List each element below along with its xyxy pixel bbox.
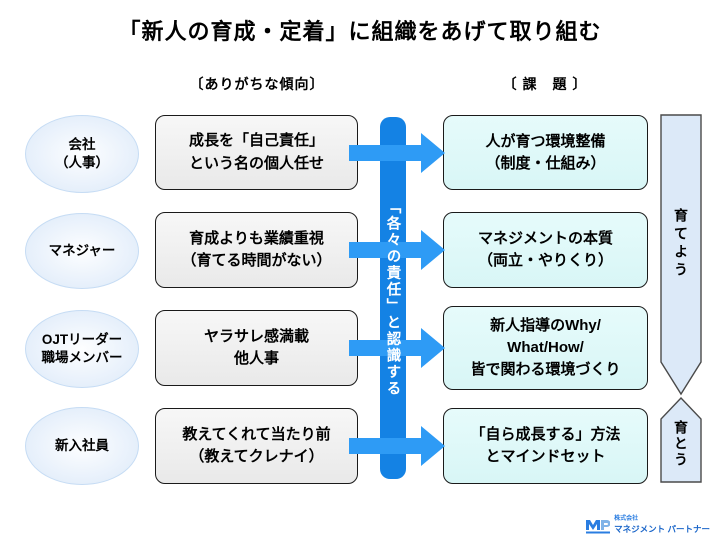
actor-oval-manager: マネジャー xyxy=(25,213,139,289)
tendency-box-manager: 育成よりも業績重視 （育てる時間がない） xyxy=(155,212,358,288)
issue-box-company: 人が育つ環境整備 （制度・仕組み） xyxy=(443,115,648,190)
down-arrow-icon xyxy=(660,114,702,396)
tendency-box-ojt-leader: ヤラサレ感満載 他人事 xyxy=(155,310,358,386)
flow-arrow-icon xyxy=(349,426,445,466)
tendency-box-new-employee: 教えてくれて当たり前 （教えてクレナイ） xyxy=(155,408,358,484)
column-header-tendency: 〔ありがちな傾向〕 xyxy=(189,76,325,92)
center-bar xyxy=(380,117,406,479)
mp-logo-icon xyxy=(586,520,611,534)
center-bar-label: 「各々の責任」と認識する xyxy=(384,199,401,397)
issue-box-ojt-leader: 新人指導のWhy/ What/How/ 皆で関わる環境づくり xyxy=(443,306,648,390)
actor-oval-company: 会社 （人事） xyxy=(25,115,139,193)
flow-arrow-icon xyxy=(349,230,445,270)
column-header-issue: 〔 課 題 〕 xyxy=(502,76,588,92)
flow-arrow-icon xyxy=(349,133,445,173)
actor-oval-new-employee: 新入社員 xyxy=(25,407,139,485)
grow-self-label: 育とう xyxy=(673,420,689,468)
grow-them-label: 育てよう xyxy=(673,208,689,280)
page-title: 「新人の育成・定着」に組織をあげて取り組む xyxy=(118,19,602,44)
issue-box-new-employee: 「自ら成長する」方法 とマインドセット xyxy=(443,408,648,484)
flow-arrow-icon xyxy=(349,328,445,368)
company-logo: 株式会社 マネジメント パートナー xyxy=(586,516,710,534)
tendency-box-company: 成長を「自己責任」 という名の個人任せ xyxy=(155,115,358,190)
issue-box-manager: マネジメントの本質 （両立・やりくり） xyxy=(443,212,648,288)
up-arrow-icon xyxy=(660,397,702,483)
actor-oval-ojt-leader: OJTリーダー 職場メンバー xyxy=(25,310,139,388)
logo-text: 株式会社 マネジメント パートナー xyxy=(614,516,710,533)
logo-company-prefix: 株式会社 xyxy=(614,516,639,523)
logo-company-name: マネジメント パートナー xyxy=(614,523,710,534)
